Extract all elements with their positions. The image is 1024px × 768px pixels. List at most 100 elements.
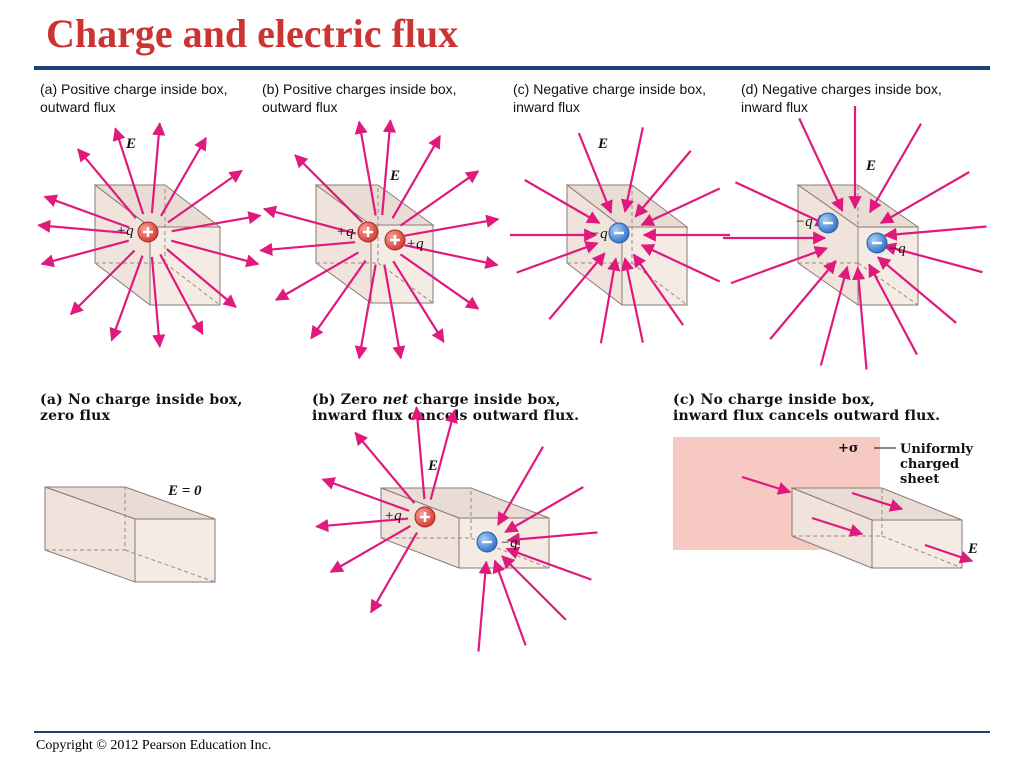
arrow-top-b-1 [294,154,364,224]
field-label-bottom-a: E = 0 [167,483,202,499]
charge-label-top-c: −q [590,226,608,242]
arrow-bottom-b-in-4 [501,555,567,621]
charge-top-b-2 [384,229,406,251]
arrow-top-b-4 [391,134,441,219]
arrow-bottom-c-2 [811,516,864,537]
charge-label-top-d-1: −q [795,214,813,230]
charge-top-c [608,222,630,244]
arrow-top-b-13 [274,251,359,301]
field-label-bottom-c: E [967,541,978,557]
charge-label-top-b-1: +q [336,224,354,240]
arrow-top-c-4 [640,187,721,226]
arrow-top-b-0 [262,205,357,235]
sheet-label-3: sheet [900,472,939,487]
field-label-bottom-b: E [427,458,438,474]
arrow-top-c-7 [632,253,684,326]
caption-top-b: (b) Positive charges inside box,outward … [262,81,457,115]
arrow-top-d-0 [734,181,830,227]
charge-top-b-1 [357,221,379,243]
arrow-top-a-3 [150,122,166,214]
arrow-top-a-8 [166,248,237,308]
arrow-top-a-13 [40,239,130,268]
arrow-bottom-b-out-2 [410,406,426,500]
field-label-top-d: E [865,158,876,174]
sheet-sigma: +σ [838,441,858,456]
arrow-top-d-9 [852,266,868,370]
arrow-top-b-12 [310,259,367,340]
charge-label-bottom-b-2: −q [500,535,518,551]
arrow-top-a-7 [170,239,260,268]
caption-bottom-a: (a) No charge inside box,zero flux [40,392,243,424]
caption-top-a: (a) Positive charge inside box,outward f… [40,81,228,115]
arrow-top-a-11 [109,255,144,342]
arrow-top-b-7 [404,244,499,269]
arrow-bottom-b-out-6 [370,532,418,614]
slide-title: Charge and electric flux [46,11,459,56]
bottom-rule [34,731,990,733]
arrow-bottom-b-in-3 [505,546,592,581]
arrow-bottom-b-out-3 [429,409,458,500]
field-label-top-a: E [125,136,136,152]
arrow-top-d-4 [879,171,970,224]
arrow-top-c-9 [599,257,621,344]
arrow-top-b-6 [404,214,500,237]
arrow-top-c-1 [577,132,613,214]
top-rule [34,66,990,70]
arrow-top-a-6 [171,211,262,233]
arrow-top-d-1 [798,117,844,213]
arrow-top-a-2 [112,127,145,215]
arrow-bottom-c-1 [851,491,904,512]
charge-bottom-b-1 [414,506,436,528]
arrow-top-d-12 [730,246,829,285]
arrow-top-a-1 [77,148,137,219]
box-bottom-c [791,487,963,569]
arrow-top-c-6 [640,244,721,283]
charge-label-top-a: +q [116,223,134,239]
charge-top-d-2 [866,232,888,254]
arrow-top-a-9 [159,253,204,336]
arrow-bottom-c-0 [741,475,792,495]
arrow-top-d-5 [883,225,987,241]
charge-label-top-b-2: +q [406,236,424,252]
arrow-top-c-0 [524,179,601,224]
arrow-bottom-b-in-6 [477,560,492,652]
arrow-top-c-8 [621,257,644,343]
arrow-top-b-8 [399,253,480,310]
arrow-top-d-11 [769,259,837,340]
charge-top-d-1 [817,212,839,234]
arrow-top-b-5 [399,170,480,227]
box-bottom-a [44,486,216,583]
sheet-label-1: Uniformly [900,442,974,457]
charge-label-top-d-2: −q [888,241,906,257]
copyright-footer: Copyright © 2012 Pearson Education Inc. [36,738,272,753]
arrow-bottom-b-in-2 [506,531,598,546]
charge-top-a [137,221,159,243]
arrow-top-d-7 [876,256,957,324]
arrow-bottom-b-in-5 [492,559,527,646]
arrow-top-c-10 [548,252,606,320]
caption-bottom-c: (c) No charge inside box,inward flux can… [673,392,941,424]
arrow-top-a-14 [37,219,129,235]
field-label-top-c: E [597,136,608,152]
arrow-bottom-c-3 [924,543,974,564]
caption-bottom-b: (b) Zero net charge inside box,inward fl… [312,392,580,424]
arrow-top-d-3 [869,123,922,214]
arrow-top-c-2 [621,127,644,213]
arrow-top-d-10 [819,265,851,366]
field-label-top-b: E [389,168,400,184]
arrow-top-d-8 [868,263,918,356]
arrow-top-b-11 [354,264,377,360]
arrow-top-d-6 [882,242,983,274]
arrow-top-a-4 [160,136,207,217]
field-arrows-layer [37,106,987,652]
arrow-top-a-0 [43,194,130,229]
arrow-bottom-b-out-5 [329,525,411,573]
caption-top-d: (d) Negative charges inside box,inward f… [741,81,942,115]
arrow-top-a-10 [150,256,166,348]
arrow-bottom-b-in-0 [497,446,544,526]
charge-bottom-b-2 [476,531,498,553]
caption-top-c: (c) Negative charge inside box,inward fl… [513,81,706,115]
arrow-top-b-9 [392,260,445,343]
arrow-top-a-12 [69,249,136,316]
